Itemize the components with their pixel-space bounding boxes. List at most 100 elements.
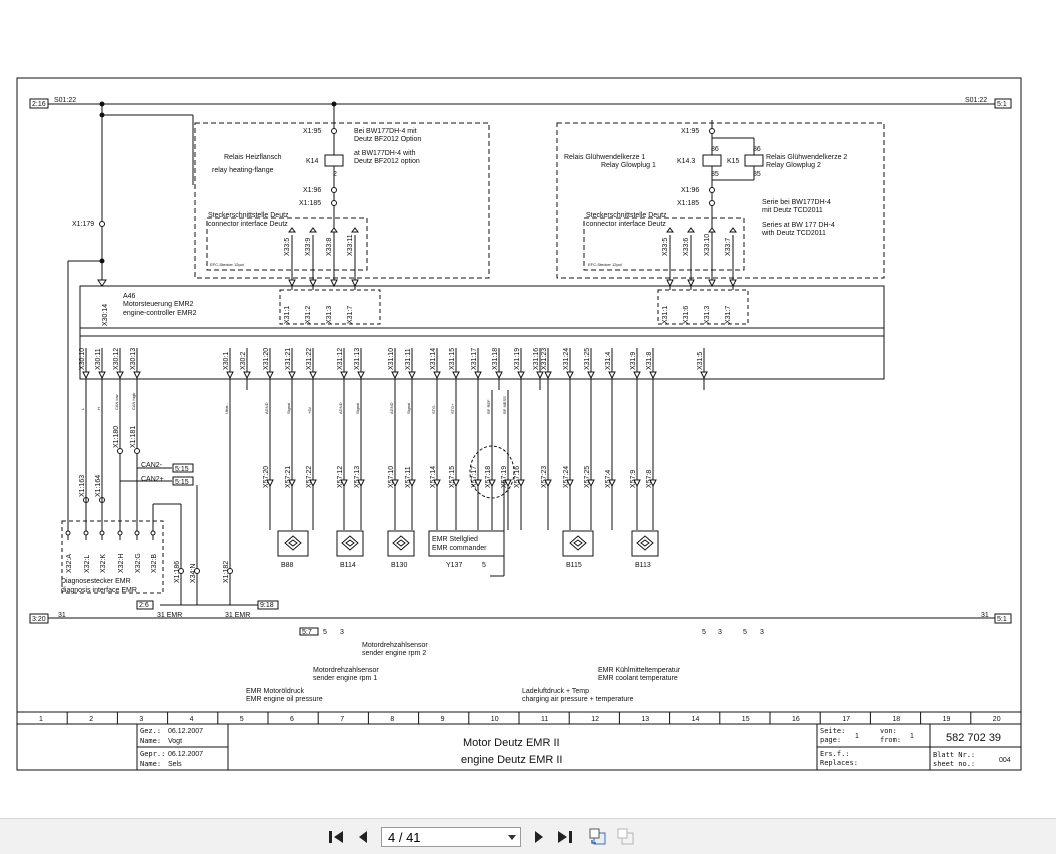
ref-right-top: 5:1: [997, 101, 1007, 108]
rr-connector-lines: [666, 227, 737, 290]
grid-number: 10: [491, 716, 499, 723]
wire-label: AGND: [264, 402, 269, 414]
grid-number: 18: [892, 716, 900, 723]
rr-pin-top-2: X33:10: [704, 234, 711, 256]
net-left-bottom: 31: [58, 612, 66, 619]
lr-connector-lines: [288, 227, 359, 290]
diag-pin-lines: [65, 379, 156, 540]
ecu-pin-label: X31:5: [697, 352, 704, 370]
grid-number: 11: [541, 716, 548, 723]
x57-pin-label: X57:17: [471, 466, 478, 488]
grid-number: 20: [993, 716, 1001, 723]
ecu-pin-label: X31:9: [630, 352, 637, 370]
tb-gepr-label: Gepr.:: [140, 750, 165, 758]
grid-number: 8: [390, 716, 394, 723]
tb-name2: Sels: [168, 761, 182, 768]
rr-serie1: Serie bei BW177DH-4: [762, 199, 831, 206]
page-indicator: 4 / 41: [388, 829, 421, 845]
rr-pin-top-3: X33:7: [725, 238, 732, 256]
previous-page-button[interactable]: [352, 827, 374, 847]
ecu-pin-label: X31:23: [541, 348, 548, 370]
x57-pin-label: X57:12: [337, 466, 344, 488]
grid-number: 3: [139, 716, 143, 723]
wire-label: L: [80, 407, 85, 410]
ref-left-bottom: 3:20: [32, 616, 46, 623]
wire-label: CAN low: [114, 394, 119, 410]
fit-page-button[interactable]: [587, 827, 609, 847]
ref-53f: 3: [760, 629, 764, 636]
last-page-button[interactable]: [554, 827, 576, 847]
ecu-box: [79, 285, 885, 380]
ref-right-bottom: 5:1: [997, 616, 1007, 623]
grid-number: 14: [692, 716, 700, 723]
tb-sheet-label: sheet no.:: [933, 760, 975, 768]
net-right-bottom: 31: [981, 612, 989, 619]
tb-gez-label: Gez.:: [140, 727, 161, 735]
y137: Y137: [446, 562, 462, 569]
lr-x195: X1:95: [303, 128, 321, 135]
rr-85a: 85: [711, 171, 719, 178]
wire-label: STG+: [450, 403, 455, 414]
ecu-pin-label: X31:12: [337, 348, 344, 370]
lr-note1: Bei BW177DH-4 mit: [354, 128, 417, 135]
tb-blatt-label: Blatt Nr.:: [933, 751, 975, 759]
x57-pin-label: X57:11: [405, 466, 412, 488]
tb-title-de: Motor Deutz EMR II: [463, 737, 560, 749]
wire-label: CAN high: [131, 393, 136, 410]
fit-page-icon: [589, 828, 606, 845]
grid-number: 17: [842, 716, 850, 723]
tb-from-num: 1: [910, 733, 914, 740]
wire-label: RF MESS: [502, 396, 507, 414]
wire-label: Signal: [355, 403, 360, 414]
emr31a: 31 EMR: [157, 612, 182, 619]
rr-glow2-de: Relais Glühwendelkerze 2: [766, 154, 847, 161]
x57-pin-label: X57:22: [306, 466, 313, 488]
first-page-button[interactable]: [325, 827, 347, 847]
rr-pin-bot-3: X31:7: [725, 306, 732, 324]
ref-53e: 5: [743, 629, 747, 636]
ecu-pin-label: X31:25: [584, 348, 591, 370]
ecu-pin-label: X31:19: [514, 348, 521, 370]
page-select[interactable]: 4 / 41: [381, 827, 521, 847]
diag-de: Diagnosestecker EMR: [61, 578, 131, 585]
fit-width-button[interactable]: [615, 827, 637, 847]
cap-oil-de: EMR Motoröldruck: [246, 688, 304, 695]
x57-pin-label: X57:14: [430, 466, 437, 488]
x34n: X34:N: [190, 564, 197, 583]
rr-86a: 86: [711, 146, 719, 153]
y137-en: EMR commander: [432, 545, 487, 552]
next-page-button[interactable]: [528, 827, 550, 847]
grid-number: 1: [39, 716, 43, 723]
lr-conn-en: connector interface Deutz: [208, 221, 288, 228]
tb-seite-label: Seite:: [820, 727, 845, 735]
rr-efc: EFC-Stecker 12pol: [588, 262, 622, 267]
diag-pin-2: X32:K: [100, 554, 107, 573]
cap-cool-en: EMR coolant temperature: [598, 675, 678, 682]
lr-pin-top-3: X33:11: [347, 234, 354, 256]
last-page-icon: [558, 831, 572, 843]
tb-gez-date: 06.12.2007: [168, 728, 203, 735]
fit-width-icon: [617, 828, 634, 845]
ref-26: 2:6: [139, 602, 149, 609]
ecu-pin-label: X31:14: [430, 348, 437, 370]
grid-number: 13: [641, 716, 649, 723]
lr-pin-top-1: X33:9: [305, 238, 312, 256]
rr-glow1-en: Relay Glowplug 1: [601, 162, 656, 169]
lr-pin-bot-2: X31:3: [326, 306, 333, 324]
lr-efc: EFC-Stecker 12pol: [210, 262, 244, 267]
diag-pin-4: X32:G: [135, 553, 142, 573]
ref-53d: 3: [718, 629, 722, 636]
ecu-pin-label: X31:22: [306, 348, 313, 370]
wire-label: AGND: [389, 402, 394, 414]
tb-replaces-label: Replaces:: [820, 759, 858, 767]
wire-label: Signal: [286, 403, 291, 414]
rr-k15: K15: [727, 158, 740, 165]
sensor-label: B115: [566, 562, 582, 569]
rr-pin-bot-0: X31:1: [662, 306, 669, 324]
x57-pin-label: X57:20: [263, 466, 270, 488]
lr-k14: K14: [306, 158, 319, 165]
x57-pin-label: X57:4: [605, 470, 612, 488]
wire-label: Signal: [406, 403, 411, 414]
ecu-pin-label: X31:18: [492, 348, 499, 370]
